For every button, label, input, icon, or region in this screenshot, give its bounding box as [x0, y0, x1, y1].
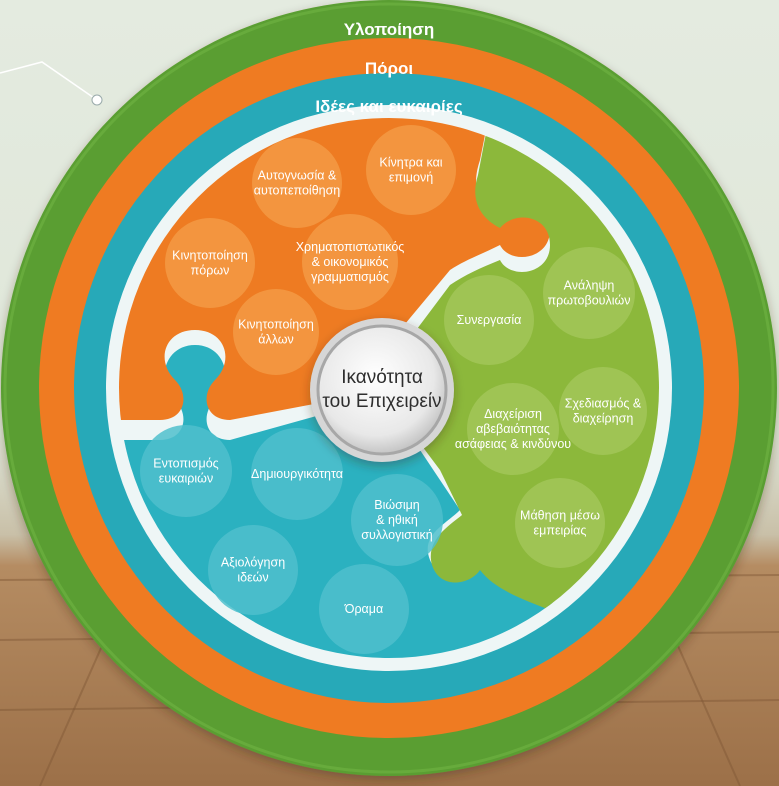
competence-mobilising-resources-label-line: πόρων: [191, 264, 230, 278]
center-title-line2: του Επιχειρείν: [322, 391, 441, 412]
action-bubbles: ΣυνεργασίαΑνάληψηπρωτοβουλιώνΔιαχείρισηα…: [444, 247, 647, 568]
competence-mobilising-others-label-line: άλλων: [258, 333, 294, 347]
competence-learning-through-experience-label-line: Μάθηση μέσω: [520, 509, 600, 523]
competence-taking-initiative-label-line: Ανάληψη: [564, 279, 615, 293]
competence-financial-literacy-label-line: & οικονομικός: [312, 255, 389, 269]
competence-mobilising-resources-circle: [165, 218, 255, 308]
ring-label-ideas: Ιδέες και ευκαιρίες: [315, 97, 463, 116]
competence-valuing-ideas-circle: [208, 525, 298, 615]
competence-motivation-circle: [366, 125, 456, 215]
competence-valuing-ideas-label-line: ιδεών: [237, 571, 268, 585]
competence-taking-initiative-circle: [543, 247, 635, 339]
competence-creativity: Δημιουργικότητα: [251, 428, 343, 520]
competence-working-with-others-circle: [444, 275, 534, 365]
competence-self-awareness-circle: [252, 138, 342, 228]
resources-bubbles: Αυτογνωσία &αυτοπεποίθηση Κίνητρα καιεπιμ…: [165, 125, 456, 375]
competence-planning-management-label-line: Σχεδιασμός &: [565, 397, 642, 411]
competence-learning-through-experience-label-line: εμπειρίας: [534, 524, 587, 538]
competence-taking-initiative-label-line: πρωτοβουλιών: [547, 294, 630, 308]
competence-ethical-sustainable-thinking-circle: [351, 474, 443, 566]
competence-ethical-sustainable-thinking-label-line: Βιώσιμη: [374, 498, 420, 512]
center-badge: Ικανότητα του Επιχειρείν: [310, 318, 454, 462]
competence-motivation-label-line: Κίνητρα και: [379, 156, 442, 170]
competence-coping-with-uncertainty-label-line: Διαχείριση: [484, 407, 542, 421]
competence-mobilising-others-circle: [233, 289, 319, 375]
competence-learning-through-experience-circle: [515, 478, 605, 568]
competence-vision-circle: [319, 564, 409, 654]
competence-financial-literacy: Χρηματοπιστωτικός& οικονομικόςγραμματισμ…: [296, 214, 405, 310]
competence-ethical-sustainable-thinking-label-line: συλλογιστική: [361, 528, 433, 542]
competence-financial-literacy-label-line: γραμματισμός: [311, 270, 389, 284]
ring-label-implementation: Υλοποίηση: [344, 20, 435, 39]
competence-vision: Όραμα: [319, 564, 409, 654]
ring-label-resources: Πόροι: [365, 59, 414, 78]
competence-self-awareness: Αυτογνωσία &αυτοπεποίθηση: [252, 138, 342, 228]
competence-vision-label-line: Όραμα: [344, 602, 383, 616]
competence-creativity-circle: [251, 428, 343, 520]
competence-coping-with-uncertainty-circle: [467, 383, 559, 475]
competence-financial-literacy-circle: [302, 214, 398, 310]
competence-self-awareness-label-line: αυτοπεποίθηση: [254, 184, 341, 198]
competence-coping-with-uncertainty-label-line: αβεβαιότητας: [476, 422, 550, 436]
competence-mobilising-others-label-line: Κινητοποίηση: [238, 318, 314, 332]
competence-creativity-label-line: Δημιουργικότητα: [251, 467, 343, 481]
competence-working-with-others-label-line: Συνεργασία: [457, 313, 522, 327]
competence-coping-with-uncertainty-label-line: ασάφειας & κινδύνου: [455, 437, 571, 451]
competence-motivation-label-line: επιμονή: [389, 171, 433, 185]
competence-spotting-opportunities-label-line: ευκαιριών: [159, 472, 213, 486]
competence-valuing-ideas-label-line: Αξιολόγηση: [221, 556, 285, 570]
competence-spotting-opportunities-circle: [140, 425, 232, 517]
competence-working-with-others: Συνεργασία: [444, 275, 534, 365]
competence-planning-management-label-line: διαχείρηση: [573, 412, 634, 426]
competence-mobilising-resources-label-line: Κινητοποίηση: [172, 249, 248, 263]
competence-self-awareness-label-line: Αυτογνωσία &: [258, 169, 337, 183]
competence-spotting-opportunities-label-line: Εντοπισμός: [153, 457, 218, 471]
competence-planning-management: Σχεδιασμός &διαχείρηση: [559, 367, 647, 455]
competence-ethical-sustainable-thinking-label-line: & ηθική: [376, 513, 418, 527]
competence-planning-management-circle: [559, 367, 647, 455]
pointer-line: [0, 61, 103, 106]
center-title-line1: Ικανότητα: [341, 367, 423, 388]
competence-financial-literacy-label-line: Χρηματοπιστωτικός: [296, 240, 405, 254]
